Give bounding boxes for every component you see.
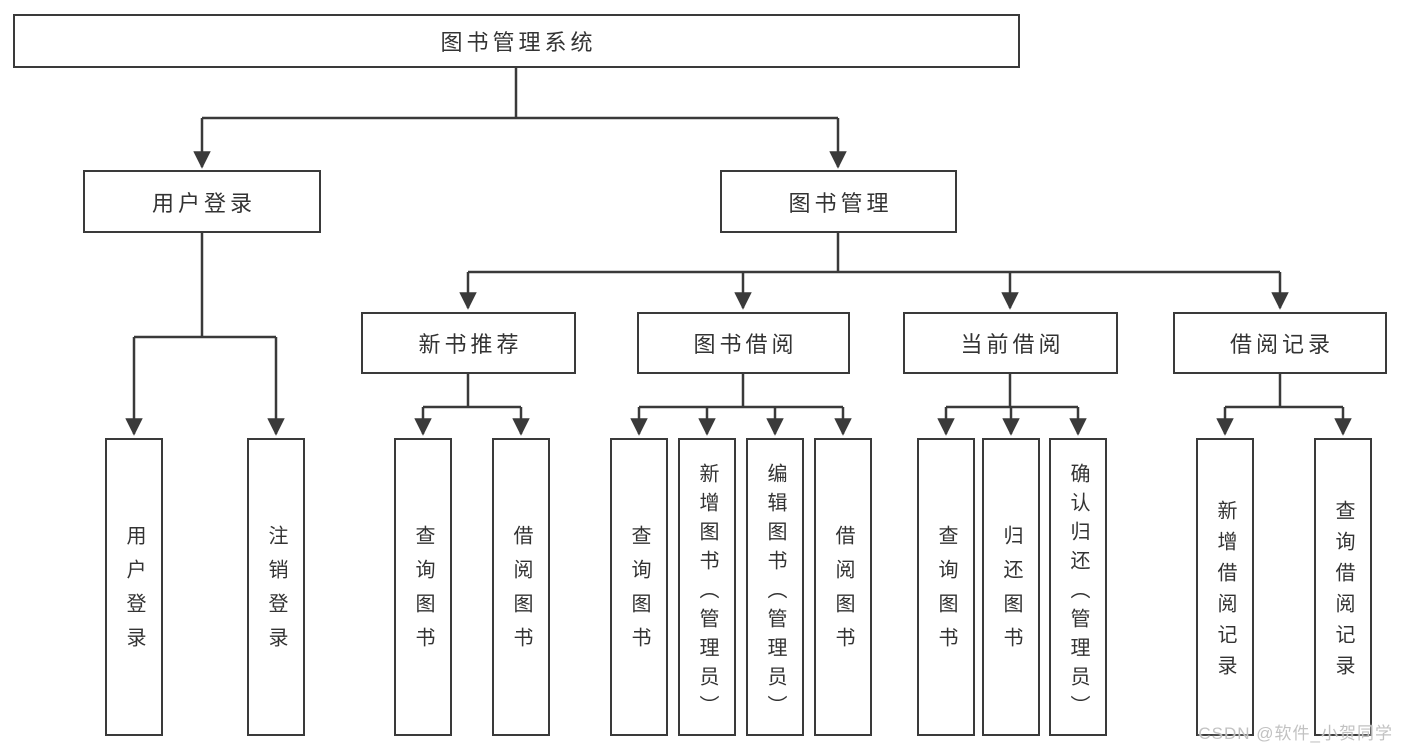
leaf-cb-confirm-return-label: 确认归还（管理员） [1067, 462, 1089, 724]
leaf-br-add-record-label: 新增借阅记录 [1214, 500, 1236, 686]
node-user-login-label: 用户登录 [151, 190, 256, 216]
leaf-cb-confirm-return: 确认归还（管理员） [1049, 438, 1107, 736]
node-new-book-recommend: 新书推荐 [361, 312, 576, 374]
leaf-bb-borrow-books: 借阅图书 [814, 438, 872, 736]
leaf-user-login: 用户登录 [105, 438, 163, 736]
leaf-bb-borrow-books-label: 借阅图书 [832, 525, 854, 661]
node-current-borrow-label: 当前借阅 [960, 332, 1065, 357]
node-book-borrow: 图书借阅 [637, 312, 850, 374]
leaf-user-login-label: 用户登录 [123, 525, 145, 661]
leaf-cb-query-books-label: 查询图书 [935, 525, 957, 661]
leaf-nb-borrow-books: 借阅图书 [492, 438, 550, 736]
leaf-br-query-record-label: 查询借阅记录 [1332, 500, 1354, 686]
leaf-logout-label: 注销登录 [265, 525, 287, 661]
csdn-watermark: CSDN @软件_小贺同学 [1198, 724, 1393, 743]
leaf-bb-query-books: 查询图书 [610, 438, 668, 736]
node-library-management-system-label: 图书管理系统 [440, 30, 597, 55]
leaf-nb-query-books: 查询图书 [394, 438, 452, 736]
leaf-logout: 注销登录 [247, 438, 305, 736]
node-borrow-records-label: 借阅记录 [1229, 332, 1334, 357]
node-user-login: 用户登录 [83, 170, 321, 233]
leaf-br-add-record: 新增借阅记录 [1196, 438, 1254, 736]
node-current-borrow: 当前借阅 [903, 312, 1118, 374]
leaf-bb-edit-books-label: 编辑图书（管理员） [764, 462, 786, 724]
node-book-management-label: 图书管理 [788, 190, 893, 216]
leaf-nb-borrow-books-label: 借阅图书 [510, 525, 532, 661]
node-new-book-recommend-label: 新书推荐 [418, 332, 523, 357]
leaf-br-query-record: 查询借阅记录 [1314, 438, 1372, 736]
node-borrow-records: 借阅记录 [1173, 312, 1387, 374]
node-library-management-system: 图书管理系统 [13, 14, 1020, 68]
leaf-cb-query-books: 查询图书 [917, 438, 975, 736]
leaf-bb-edit-books: 编辑图书（管理员） [746, 438, 804, 736]
leaf-cb-return-books-label: 归还图书 [1000, 525, 1022, 661]
leaf-nb-query-books-label: 查询图书 [412, 525, 434, 661]
leaf-cb-return-books: 归还图书 [982, 438, 1040, 736]
leaf-bb-add-books: 新增图书（管理员） [678, 438, 736, 736]
node-book-borrow-label: 图书借阅 [693, 332, 798, 357]
node-book-management: 图书管理 [720, 170, 957, 233]
leaf-bb-query-books-label: 查询图书 [628, 525, 650, 661]
leaf-bb-add-books-label: 新增图书（管理员） [696, 462, 718, 724]
